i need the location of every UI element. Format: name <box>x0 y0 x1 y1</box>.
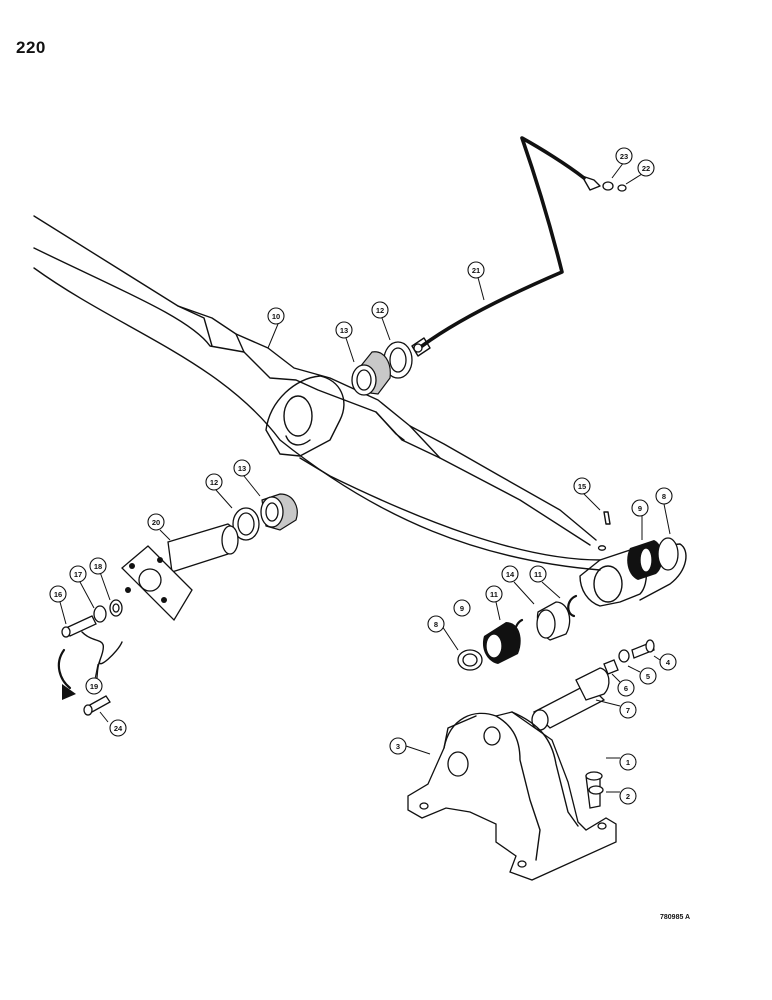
svg-text:20: 20 <box>152 518 160 527</box>
callout-11a: 11 <box>485 585 503 603</box>
callout-18: 18 <box>89 557 107 575</box>
svg-text:19: 19 <box>90 682 98 691</box>
bolt-24 <box>83 695 111 716</box>
svg-text:10: 10 <box>272 312 280 321</box>
svg-text:11: 11 <box>490 590 498 599</box>
bracket-bolt <box>603 639 655 675</box>
callout-10: 10 <box>267 307 285 325</box>
svg-text:14: 14 <box>506 570 515 579</box>
callout-2: 2 <box>619 787 637 805</box>
svg-text:3: 3 <box>396 742 400 751</box>
svg-text:13: 13 <box>238 464 246 473</box>
callout-14: 14 <box>501 565 519 583</box>
callout-12a: 12 <box>371 301 389 319</box>
svg-text:17: 17 <box>74 570 82 579</box>
svg-text:4: 4 <box>666 658 671 667</box>
callout-13b: 13 <box>233 459 251 477</box>
svg-text:8: 8 <box>662 492 666 501</box>
svg-text:8: 8 <box>434 620 438 629</box>
svg-text:24: 24 <box>114 724 123 733</box>
svg-text:9: 9 <box>638 504 642 513</box>
callout-8b: 8 <box>655 487 673 505</box>
svg-text:21: 21 <box>472 266 480 275</box>
svg-text:6: 6 <box>624 684 628 693</box>
svg-text:22: 22 <box>642 164 650 173</box>
base-bolt <box>585 771 604 809</box>
leader-lines <box>59 161 671 793</box>
callout-6: 6 <box>617 679 635 697</box>
callout-20: 20 <box>147 513 165 531</box>
callout-5: 5 <box>639 667 657 685</box>
svg-text:2: 2 <box>626 792 630 801</box>
svg-text:18: 18 <box>94 562 102 571</box>
bracket-pin <box>531 667 610 731</box>
callout-22: 22 <box>637 159 655 177</box>
callout-21: 21 <box>467 261 485 279</box>
callout-4: 4 <box>659 653 677 671</box>
svg-text:15: 15 <box>578 482 586 491</box>
pivot-pin <box>121 523 239 622</box>
callout-17: 17 <box>69 565 87 583</box>
boom-arm <box>33 215 687 607</box>
left-bushings <box>232 493 298 541</box>
upper-bushings <box>351 341 413 396</box>
base-bracket <box>407 711 617 881</box>
callout-7: 7 <box>619 701 637 719</box>
svg-text:12: 12 <box>376 306 384 315</box>
callout-9b: 9 <box>631 499 649 517</box>
callout-23: 23 <box>615 147 633 165</box>
callout-16: 16 <box>49 585 67 603</box>
svg-text:13: 13 <box>340 326 348 335</box>
callout-24: 24 <box>109 719 127 737</box>
callout-15: 15 <box>573 477 591 495</box>
callout-12b: 12 <box>205 473 223 491</box>
page-number: 220 <box>16 38 46 57</box>
callout-1: 1 <box>619 753 637 771</box>
svg-text:5: 5 <box>646 672 650 681</box>
plate-bolt <box>61 599 123 638</box>
svg-text:12: 12 <box>210 478 218 487</box>
svg-text:11: 11 <box>534 570 542 579</box>
lock-wire <box>57 631 123 700</box>
svg-text:23: 23 <box>620 152 628 161</box>
callout-13a: 13 <box>335 321 353 339</box>
svg-text:1: 1 <box>626 758 630 767</box>
svg-text:9: 9 <box>460 604 464 613</box>
figure-code: 780985 A <box>660 914 691 921</box>
callout-11b: 11 <box>529 565 547 583</box>
lower-bushings <box>457 537 679 671</box>
callout-8a: 8 <box>427 615 445 633</box>
svg-text:16: 16 <box>54 590 62 599</box>
grease-hose <box>411 136 627 357</box>
svg-text:7: 7 <box>626 706 630 715</box>
callout-3: 3 <box>389 737 407 755</box>
callout-19: 19 <box>85 677 103 695</box>
callout-9a: 9 <box>453 599 471 617</box>
